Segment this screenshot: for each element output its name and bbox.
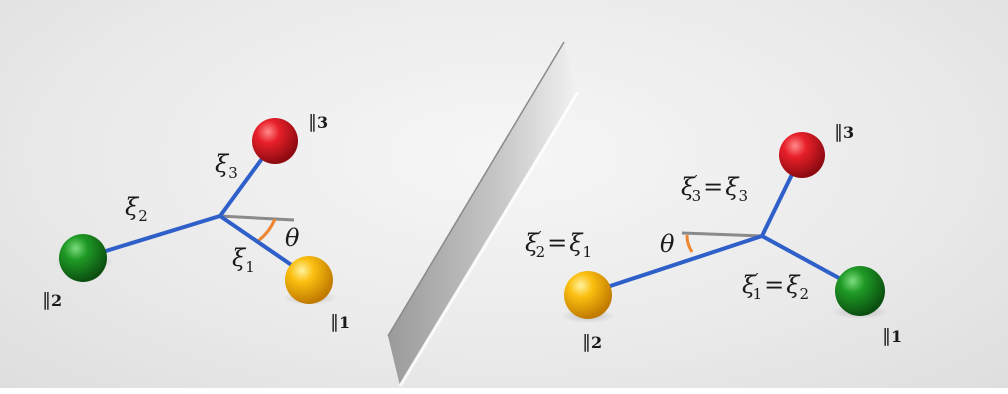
right-bond-2 (587, 234, 764, 295)
right-parity-3: ∥3 (834, 122, 855, 143)
left-label-xi2: ξ2 (125, 193, 148, 225)
right-label-theta: θ (660, 230, 675, 258)
left-green-sphere (59, 234, 107, 282)
left-parity-2: ∥2 (42, 290, 63, 311)
right-green-sphere (835, 266, 885, 316)
left-molecule (54, 118, 338, 305)
left-yellow-sphere (285, 256, 333, 304)
right-label-xi1-prime: ξ′1=ξ2 (742, 270, 810, 303)
left-reference-line (219, 214, 295, 222)
left-parity-3: ∥3 (308, 112, 329, 133)
right-yellow-sphere (564, 271, 612, 319)
right-label-xi3-prime: ξ′3=ξ3 (681, 172, 749, 205)
left-label-xi1: ξ1 (232, 244, 255, 276)
right-reference-line (681, 231, 763, 238)
right-theta-arc (685, 234, 694, 253)
left-red-sphere (252, 118, 298, 164)
right-parity-1: ∥1 (882, 326, 903, 347)
left-label-xi3: ξ3 (215, 150, 238, 182)
left-label-theta: θ (285, 224, 300, 252)
left-parity-1: ∥1 (330, 312, 351, 333)
right-parity-2: ∥2 (582, 332, 603, 353)
right-red-sphere (779, 132, 825, 178)
left-theta-arc (257, 218, 277, 243)
right-label-xi2-prime: ξ′2=ξ1 (525, 228, 593, 261)
mirror-plane (387, 41, 580, 387)
right-molecule (560, 132, 888, 323)
